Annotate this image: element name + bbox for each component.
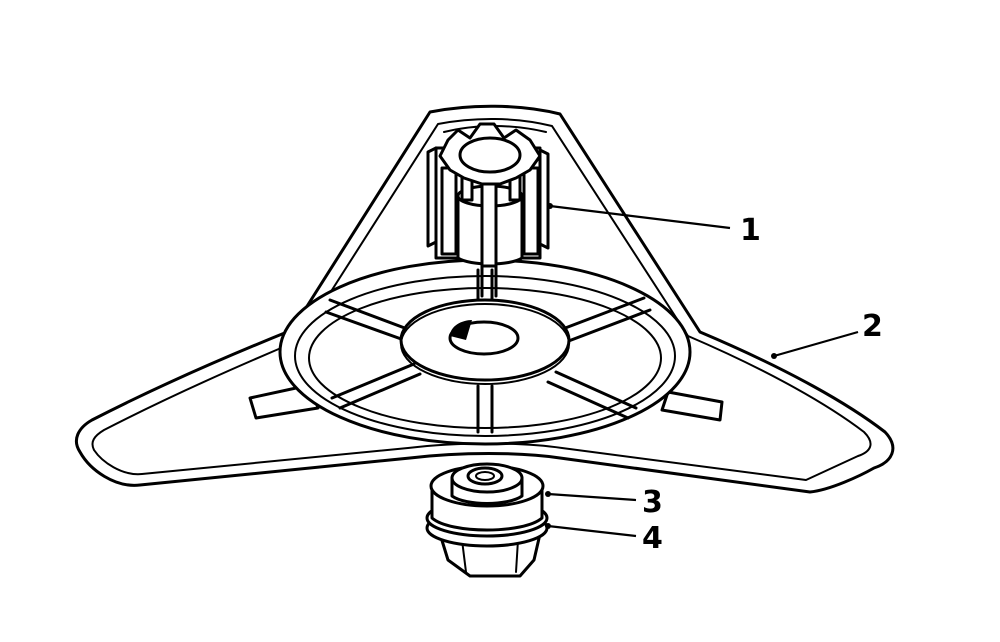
callout-2: 2 [862, 309, 883, 344]
leader-4 [547, 524, 637, 538]
leader-2 [773, 330, 859, 358]
leader-dot-2 [771, 353, 777, 359]
leader-3 [547, 492, 637, 502]
leader-dot-4 [545, 523, 551, 529]
callout-3: 3 [642, 485, 663, 520]
callout-4: 4 [642, 521, 663, 556]
callout-labels: 1 2 3 4 [642, 213, 883, 556]
leader-lines [545, 203, 859, 538]
callout-1: 1 [740, 213, 761, 248]
leader-dot-1 [547, 203, 553, 209]
nut-assembly-parts-3-4 [425, 462, 549, 578]
leader-dot-3 [545, 491, 551, 497]
splined-hub-part-1 [426, 122, 550, 298]
spoked-disc [278, 258, 692, 446]
leader-1 [549, 204, 731, 230]
